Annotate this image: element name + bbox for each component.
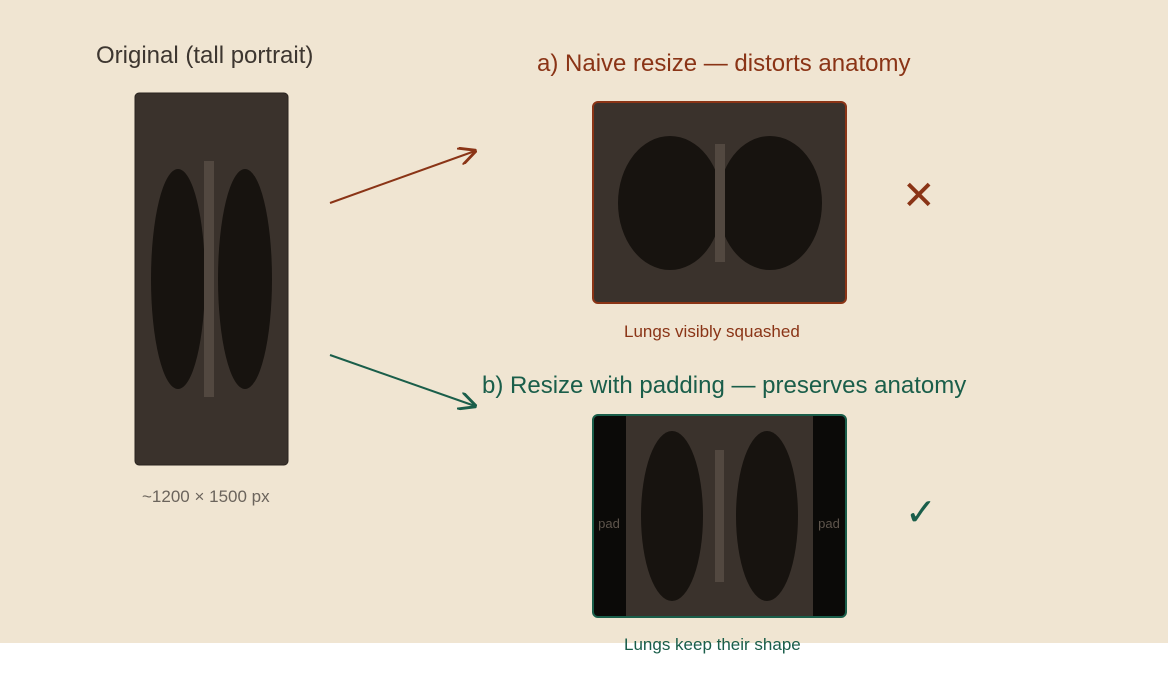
pad-label-right: pad <box>818 516 840 531</box>
padded-caption: Lungs keep their shape <box>624 635 801 654</box>
arrow-to-padded <box>329 354 475 406</box>
padding-left <box>593 415 626 617</box>
original-right-lung <box>218 169 272 389</box>
arrow-to-naive <box>329 151 475 204</box>
naive-spine <box>715 144 725 262</box>
padded-left-lung <box>641 431 703 601</box>
original-left-lung <box>151 169 205 389</box>
padded-title: b) Resize with padding — preserves anato… <box>482 372 967 399</box>
padded-spine <box>715 450 724 582</box>
naive-title: a) Naive resize — distorts anatomy <box>537 50 911 77</box>
padded-xray: pad pad <box>592 414 847 618</box>
naive-left-lung <box>618 136 722 270</box>
padded-right-lung <box>736 431 798 601</box>
cross-icon: ✕ <box>902 174 936 218</box>
pad-label-left: pad <box>598 516 620 531</box>
padding-right <box>813 415 846 617</box>
naive-caption: Lungs visibly squashed <box>624 322 800 341</box>
naive-xray <box>592 101 847 304</box>
original-xray <box>134 92 289 466</box>
original-title: Original (tall portrait) <box>96 42 314 69</box>
checkmark-icon: ✓ <box>905 492 937 534</box>
naive-right-lung <box>718 136 822 270</box>
padded-xray-border <box>592 414 847 618</box>
original-spine <box>204 161 214 397</box>
original-dimensions: ~1200 × 1500 px <box>142 487 270 506</box>
